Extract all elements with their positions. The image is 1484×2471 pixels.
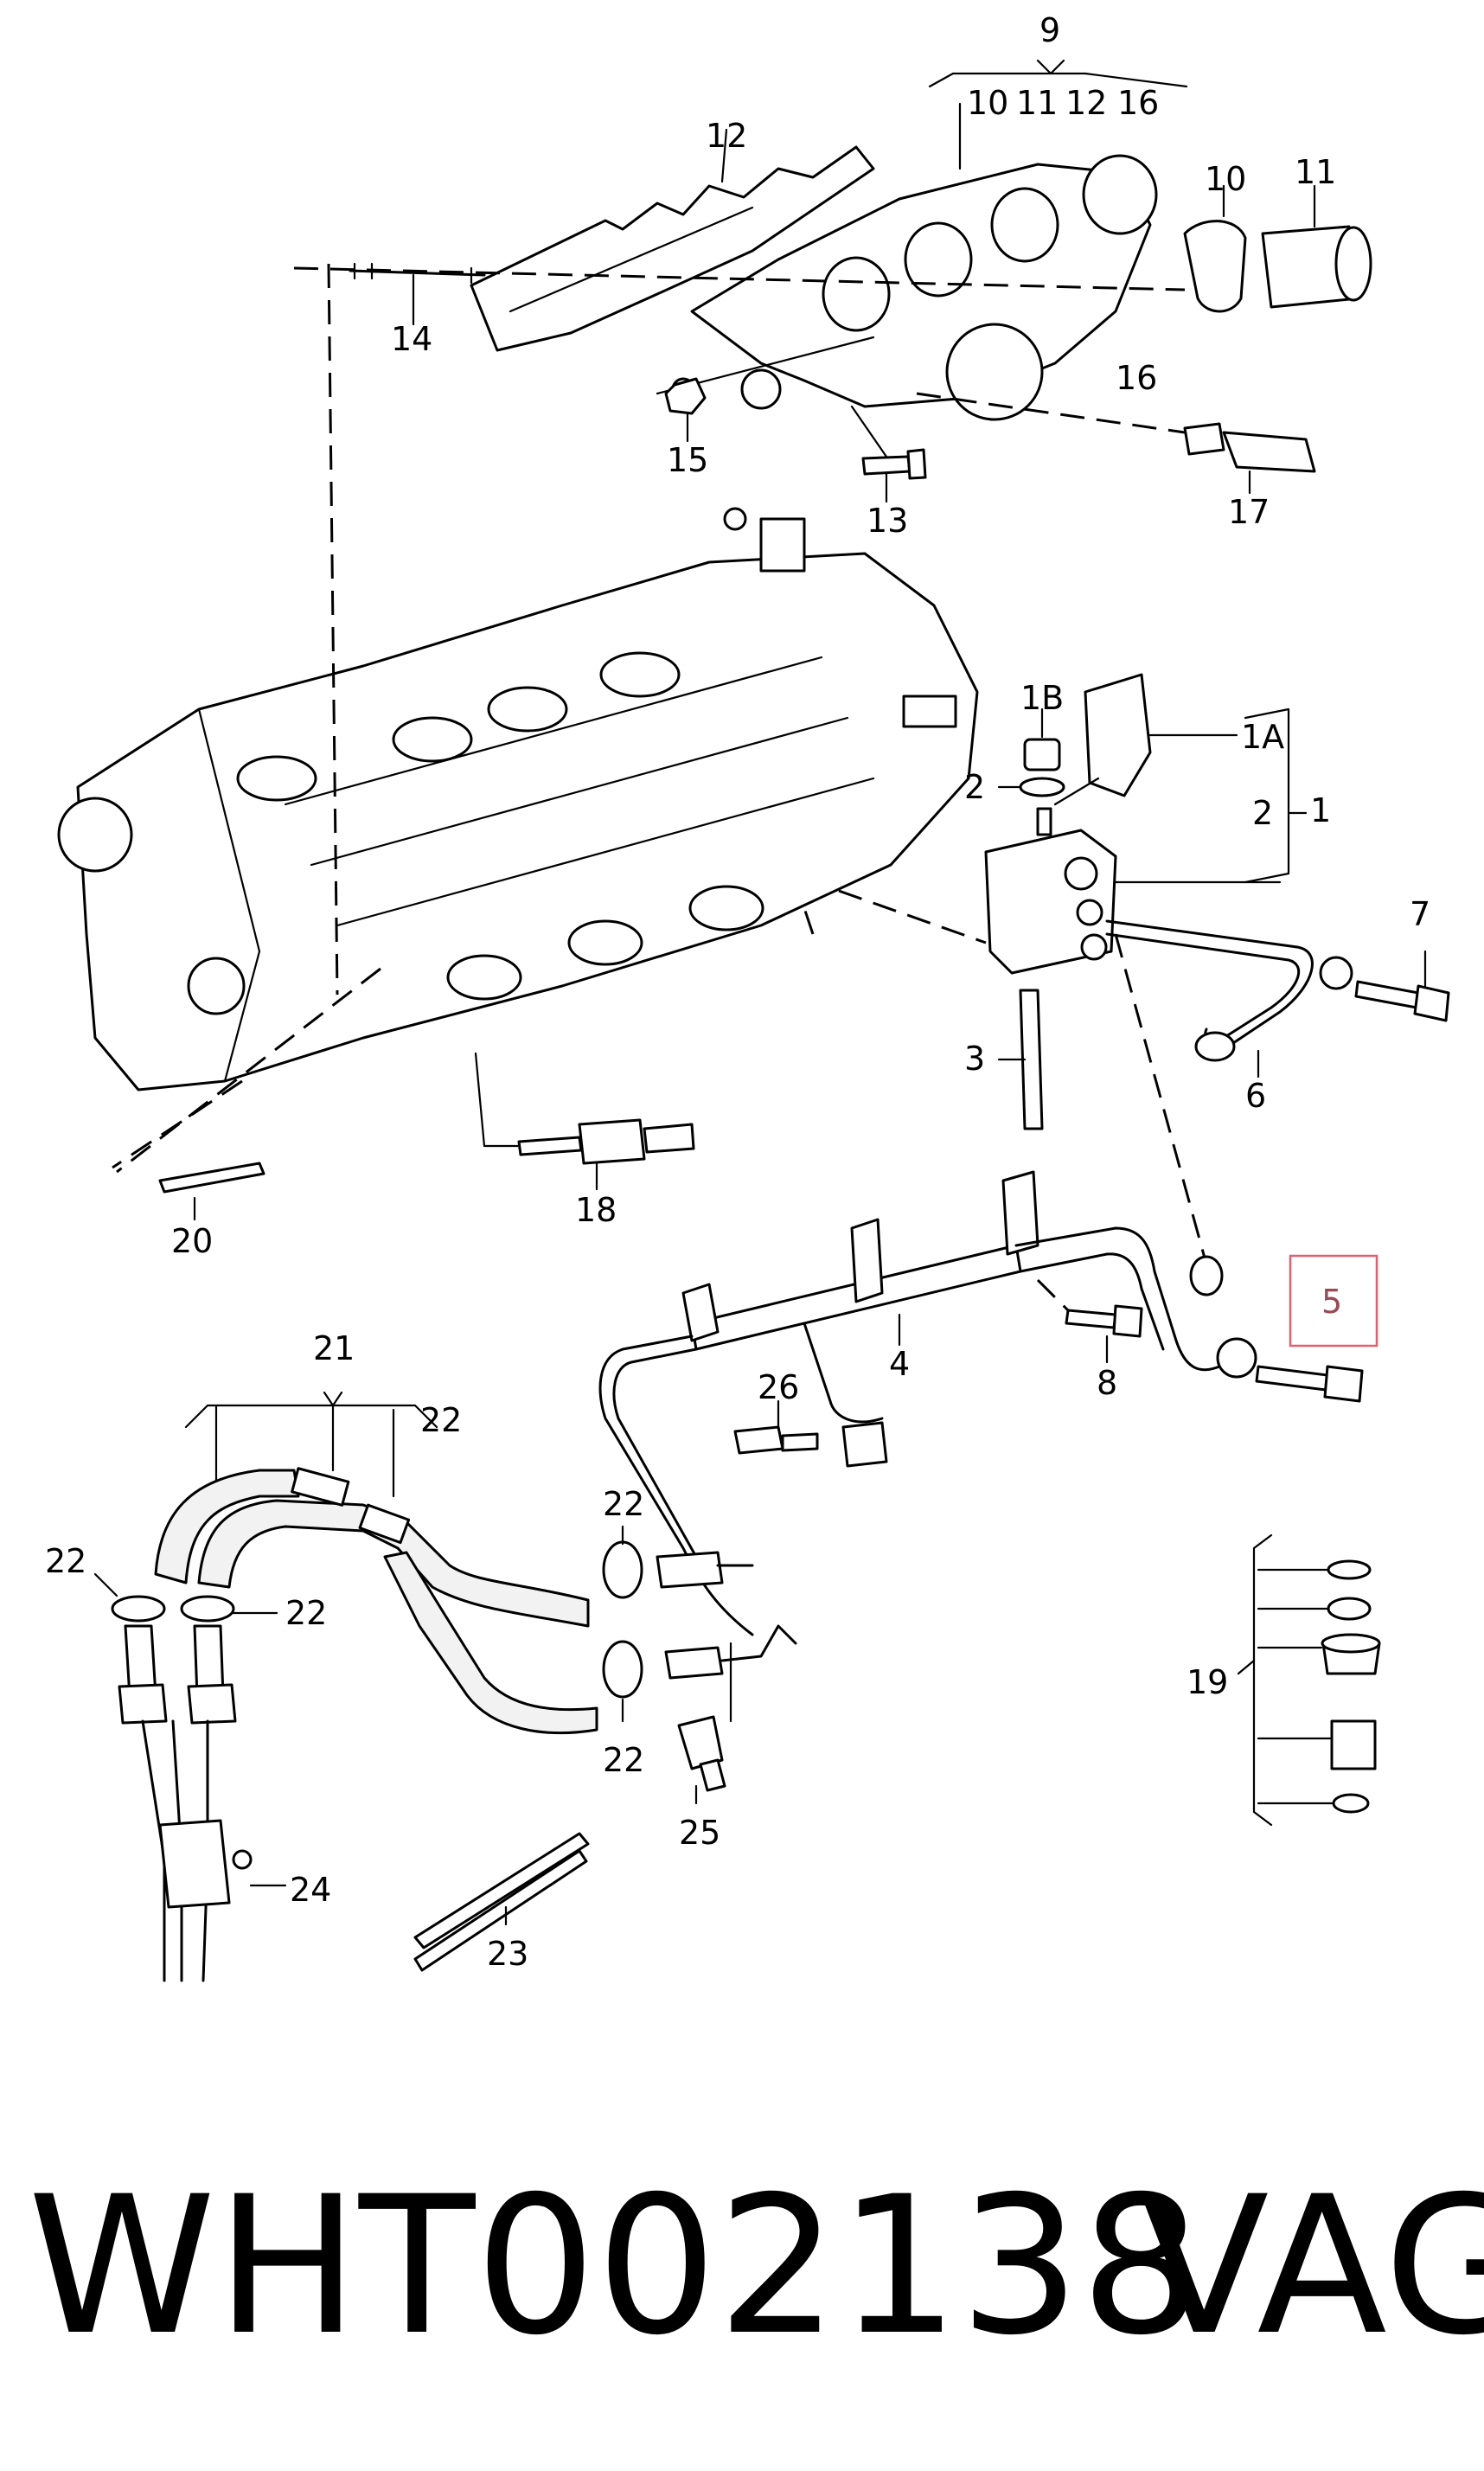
nut-15-shape [664,377,707,415]
intake-manifold-group [293,59,1372,503]
sensor-26-shape [733,1425,784,1455]
tie-23-shape [413,1832,590,1949]
label-10: 10 [1205,160,1246,198]
label-22e: 22 [285,1594,327,1632]
label-4: 4 [889,1345,910,1383]
pump-1A-shape [1084,673,1152,797]
label-21: 21 [313,1329,355,1367]
clip-22b-shape [180,1595,235,1623]
cylinder-head-shape [76,552,979,1091]
clip-22a-shape [111,1595,166,1623]
label-1: 1 [1310,791,1331,829]
label-6: 6 [1245,1077,1266,1115]
label-18: 18 [575,1191,617,1229]
label-1A: 1A [1241,718,1284,756]
label-7: 7 [1410,895,1430,933]
bolt-7-shape [1354,980,1420,1009]
label-14: 14 [391,320,432,358]
label-22c: 22 [603,1485,644,1523]
callout-labels: 9 10 11 12 16 12 10 11 14 16 15 13 17 1B… [45,11,1430,1973]
label-22b: 22 [45,1542,86,1580]
cylinder-head-group [57,263,987,1174]
part-number: WHT002138 [28,2155,1202,2377]
label-10a: 10 [967,84,1008,122]
hose-group [93,1391,797,1982]
label-1B: 1B [1020,679,1064,717]
washer-7-shape [1319,956,1353,990]
seal-set-19-group [1237,1533,1381,1827]
hose-21c-shape [383,1551,598,1735]
label-2a: 2 [964,768,985,806]
fuel-pump-group [984,673,1450,1281]
holder-24-shape [158,1819,231,1909]
label-22a: 22 [420,1401,462,1439]
label-12a: 12 [1065,84,1107,122]
label-23: 23 [487,1935,528,1973]
clamp-10-shape [1183,220,1247,313]
label-15: 15 [667,441,708,479]
label-3: 3 [964,1040,985,1078]
label-16: 16 [1116,359,1157,397]
sensor-25-shape [677,1715,724,1770]
label-25: 25 [679,1814,720,1852]
sensor-18-group [158,1052,695,1221]
clamp-22c-shape [602,1540,643,1599]
gasket-12-shape [470,145,875,352]
clamp-22d-shape [602,1640,643,1699]
hose-21a-shape [154,1469,300,1584]
pin-20-shape [158,1162,265,1194]
fuel-rail-group [598,1170,1364,1636]
label-8: 8 [1097,1364,1117,1402]
sensor-17-shape [1183,422,1225,456]
label-9: 9 [1039,11,1060,49]
label-12: 12 [706,117,747,155]
label-24: 24 [290,1871,331,1909]
label-22d: 22 [603,1741,644,1779]
label-16a: 16 [1117,84,1159,122]
brand-name: VAG [1139,2155,1484,2377]
label-11: 11 [1295,153,1336,191]
bolt-13-shape [861,455,912,476]
label-5: 5 [1321,1283,1342,1321]
part-1B-shape [1023,738,1061,771]
label-19: 19 [1187,1663,1228,1701]
label-17: 17 [1228,493,1270,531]
bolt-3-shape [1019,989,1044,1130]
bolt-5-shape [1255,1365,1329,1392]
washer-5-shape [1216,1337,1257,1379]
hose-21b-shape [197,1499,590,1628]
highlight-box-5 [1289,1254,1378,1348]
footer-caption: WHT002138 VAG [28,2154,1484,2378]
label-20: 20 [171,1222,213,1260]
oring-2-shape [1019,777,1065,797]
label-13: 13 [867,502,908,540]
label-2b: 2 [1252,794,1273,832]
bolt-8-shape [1065,1309,1117,1329]
label-26: 26 [758,1368,799,1406]
sensor-18-shape [517,1136,583,1156]
label-11a: 11 [1016,84,1058,122]
